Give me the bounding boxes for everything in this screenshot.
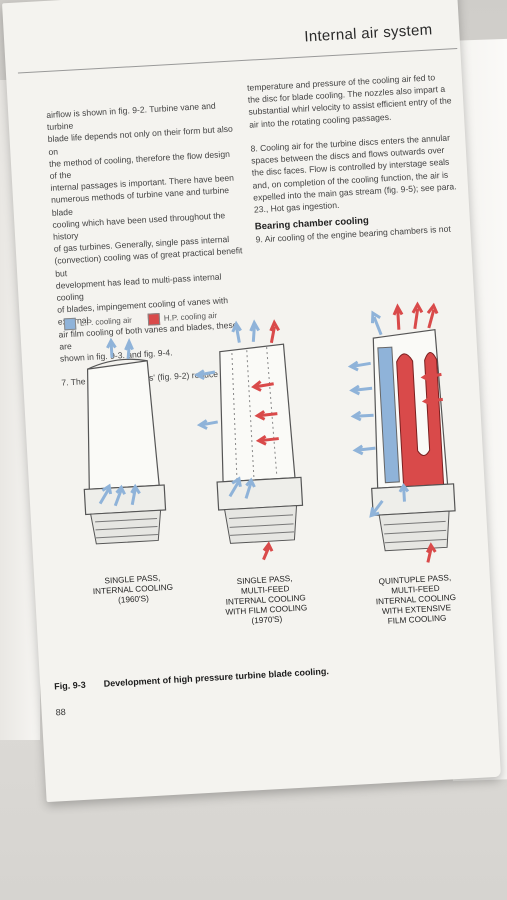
book-page: Internal air system airflow is shown in … — [2, 0, 501, 803]
lp-swatch — [63, 317, 77, 331]
right-text-column: temperature and pressure of the cooling … — [247, 70, 461, 246]
figure-caption: Fig. 9-3 Development of high pressure tur… — [54, 666, 329, 691]
lp-label: L.P. cooling air — [79, 315, 133, 328]
blade-multi-feed-illustration — [194, 319, 304, 561]
blade-quintuple-pass-illustration — [347, 301, 456, 563]
figure-title: Development of high pressure turbine bla… — [103, 666, 330, 689]
figure-number: Fig. 9-3 — [53, 679, 86, 692]
page-number: 88 — [55, 706, 66, 718]
caption-figure-3: QUINTUPLE PASS, MULTI-FEED INTERNAL COOL… — [355, 572, 478, 629]
blade-single-pass-illustration — [83, 337, 167, 545]
hp-swatch — [147, 313, 161, 326]
page-header-title: Internal air system — [303, 21, 433, 46]
hp-label: H.P. cooling air — [163, 310, 218, 323]
header-rule — [17, 47, 458, 74]
caption-figure-2: SINGLE PASS, MULTI-FEED INTERNAL COOLING… — [204, 572, 327, 629]
caption-figure-1: SINGLE PASS, INTERNAL COOLING (1960's) — [72, 572, 193, 609]
